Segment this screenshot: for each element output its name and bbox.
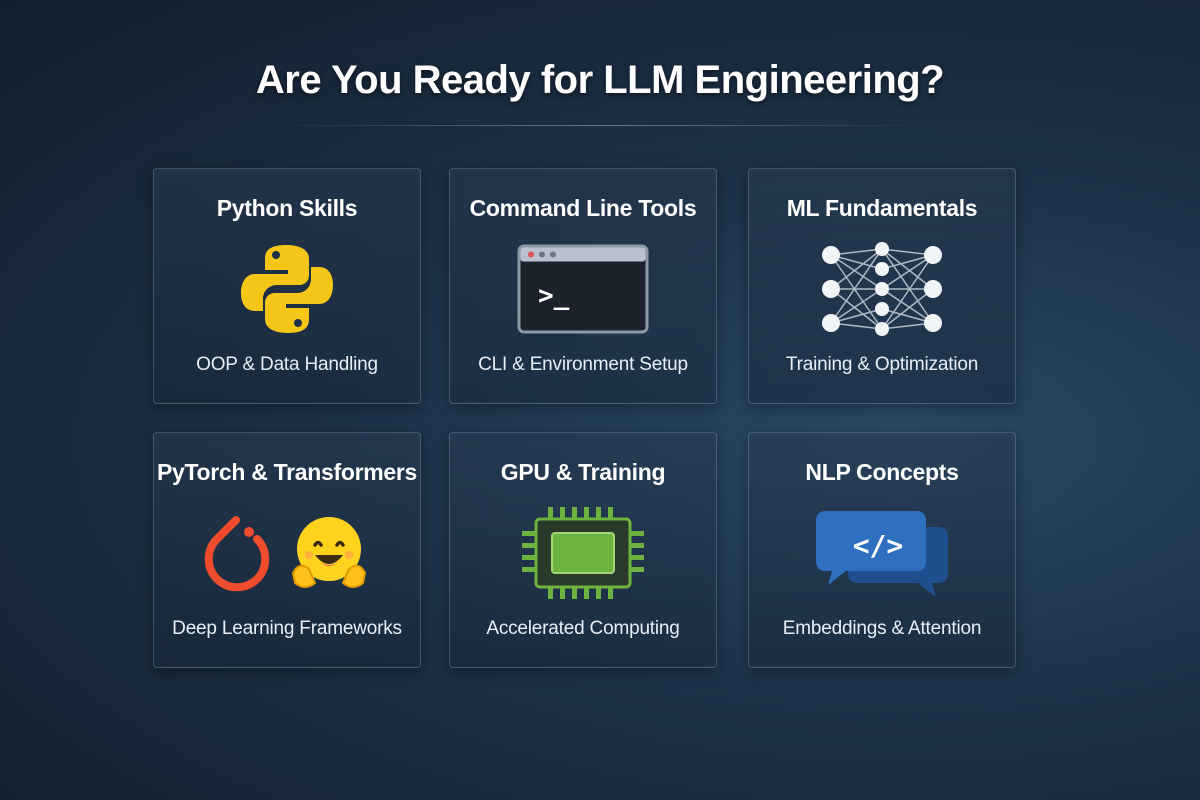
- card-ml-fundamentals: ML Fundamentals Training & Optimization: [748, 168, 1016, 404]
- card-pytorch-transformers: PyTorch & Transformers Deep Learning Fra…: [153, 432, 421, 668]
- card-subtitle: Training & Optimization: [785, 354, 979, 375]
- neural-network-icon: [822, 242, 942, 336]
- code-chat-icon: [816, 511, 948, 597]
- card-subtitle: OOP & Data Handling: [196, 354, 378, 375]
- card-nlp-concepts: NLP Concepts </> Embeddings & Attention: [748, 432, 1016, 668]
- card-title: Python Skills: [216, 195, 358, 221]
- code-symbol: </>: [852, 529, 904, 562]
- gpu-chip-icon: [522, 507, 644, 599]
- title-divider: [270, 125, 930, 126]
- card-subtitle: Embeddings & Attention: [782, 618, 982, 639]
- card-title: GPU & Training: [500, 459, 666, 485]
- card-title: ML Fundamentals: [786, 195, 978, 221]
- terminal-icon: [517, 244, 649, 334]
- python-logo-icon: [241, 245, 333, 333]
- card-command-line-tools: Command Line Tools >_ CLI & Environment …: [449, 168, 717, 404]
- card-title: Command Line Tools: [469, 195, 697, 221]
- card-title: NLP Concepts: [805, 459, 959, 485]
- card-title: PyTorch & Transformers: [156, 459, 418, 485]
- terminal-prompt: >_: [538, 281, 570, 311]
- hugging-face-emoji-icon: [291, 517, 367, 588]
- card-subtitle: Deep Learning Frameworks: [172, 618, 402, 639]
- page-title: Are You Ready for LLM Engineering?: [255, 58, 945, 102]
- pytorch-logo-icon: [204, 516, 270, 592]
- card-gpu-training: GPU & Training Accelerated Computing: [449, 432, 717, 668]
- card-subtitle: Accelerated Computing: [486, 618, 680, 639]
- card-python-skills: Python Skills OOP & Data Handling: [153, 168, 421, 404]
- card-subtitle: CLI & Environment Setup: [478, 354, 688, 375]
